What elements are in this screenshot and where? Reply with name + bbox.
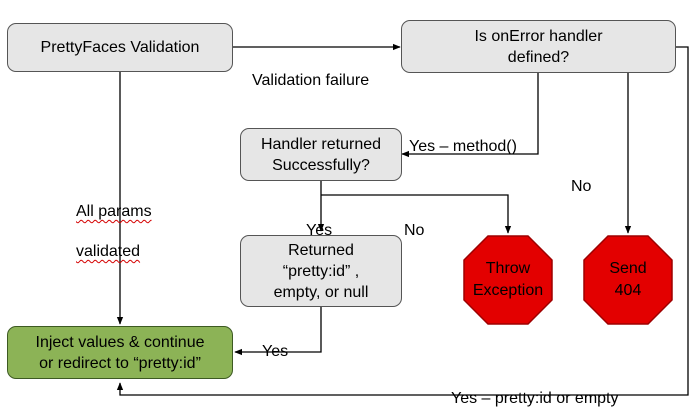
throw-exception-text: Throw Exception bbox=[472, 260, 544, 299]
yes-method-text: Yes – method() bbox=[409, 138, 517, 155]
yes-prettyid-text: Yes – pretty:id or empty bbox=[451, 390, 619, 407]
validation-failure-text: Validation failure bbox=[252, 72, 370, 89]
validation-node-label: PrettyFaces Validation bbox=[40, 39, 200, 56]
edge-label-yes-returned: Yes bbox=[262, 322, 288, 362]
edge-label-no-success: No bbox=[404, 201, 424, 241]
edge-label-yes-prettyid: Yes – pretty:id or empty bbox=[451, 369, 619, 409]
handler-returned-label: Handler returned Successfully? bbox=[260, 135, 382, 174]
arrow-yes-prettyid bbox=[116, 46, 689, 396]
inject-node: Inject values & continue or redirect to … bbox=[7, 326, 233, 379]
yes-success-text: Yes bbox=[306, 222, 333, 239]
no-handler-text: No bbox=[571, 178, 592, 195]
arrow-no-success bbox=[321, 194, 512, 234]
returned-value-label: Returned “pretty:id” , empty, or null bbox=[273, 241, 369, 301]
no-success-text: No bbox=[404, 222, 425, 239]
inject-label: Inject values & continue or redirect to … bbox=[35, 333, 205, 372]
yes-returned-text: Yes bbox=[262, 343, 289, 360]
handler-returned-node: Handler returned Successfully? bbox=[240, 128, 402, 181]
arrow-yes-method bbox=[401, 73, 539, 158]
edge-label-validation-failure: Validation failure bbox=[252, 51, 369, 91]
send-404-octagon bbox=[583, 235, 673, 325]
throw-exception-label: Throw Exception bbox=[464, 236, 552, 324]
all-params-text: All params bbox=[76, 203, 152, 220]
validated-text: validated bbox=[76, 243, 141, 260]
edge-label-yes-success: Yes bbox=[306, 201, 332, 241]
arrow-yes-returned bbox=[234, 307, 322, 356]
throw-exception-octagon bbox=[463, 235, 553, 325]
edge-label-yes-method: Yes – method() bbox=[409, 117, 517, 157]
send-404-label: Send 404 bbox=[584, 236, 672, 324]
onerror-check-node: Is onError handler defined? bbox=[401, 20, 676, 73]
validation-node: PrettyFaces Validation bbox=[7, 23, 233, 72]
send-404-text: Send 404 bbox=[609, 260, 647, 299]
edge-label-all-params: All params validated bbox=[76, 182, 152, 262]
all-params-line1: All params bbox=[76, 203, 152, 220]
returned-value-node: Returned “pretty:id” , empty, or null bbox=[240, 235, 402, 307]
edge-label-no-handler: No bbox=[571, 157, 591, 197]
onerror-check-label: Is onError handler defined? bbox=[474, 27, 603, 66]
